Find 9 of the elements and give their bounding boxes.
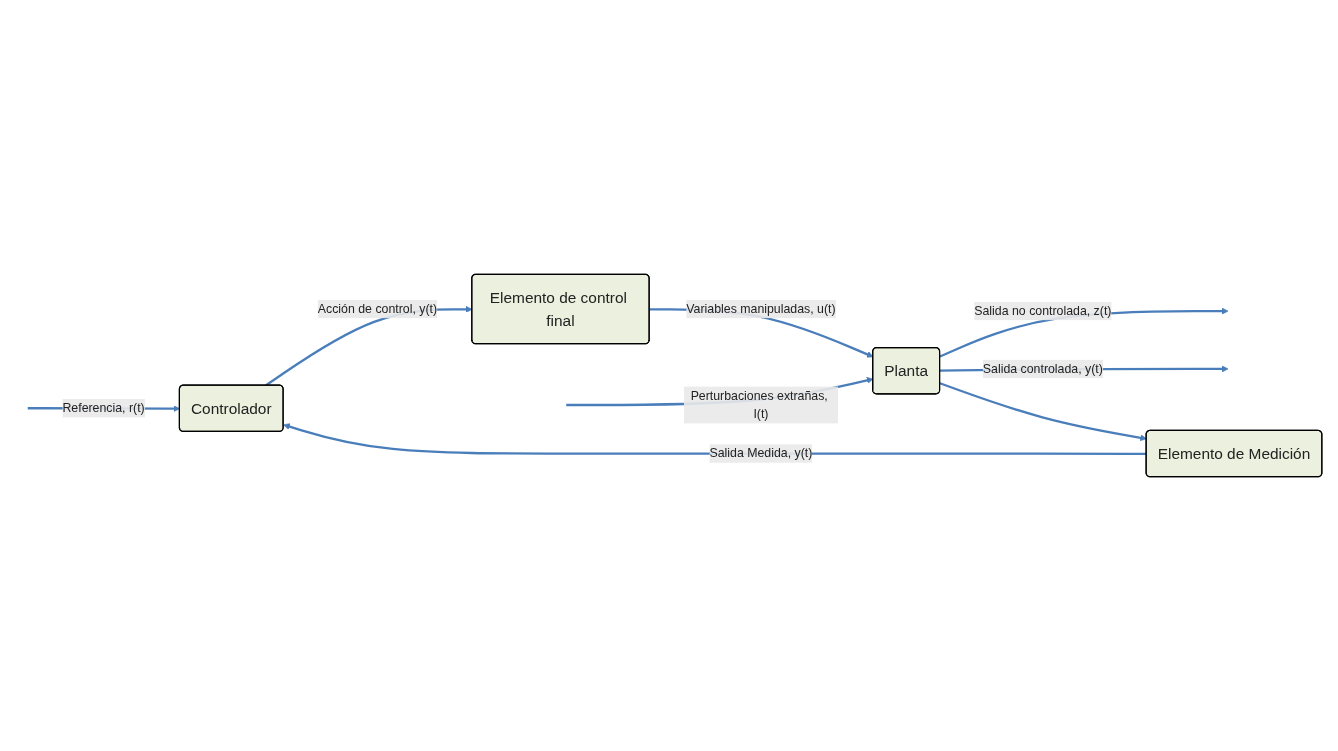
edge-label: Perturbaciones extrañas, I(t) — [690, 388, 828, 421]
edge-label: Salida no controlada, z(t) — [974, 304, 1112, 318]
edge-label: Variables manipuladas, u(t) — [686, 302, 836, 316]
edge-label: Referencia, r(t) — [62, 401, 145, 415]
edge-label: Acción de control, y(t) — [317, 302, 438, 316]
edge-label: Salida Medida, y(t) — [709, 446, 813, 460]
edge-label: Salida controlada, y(t) — [982, 362, 1103, 376]
arrow — [283, 423, 1147, 456]
arrow — [939, 382, 1147, 442]
